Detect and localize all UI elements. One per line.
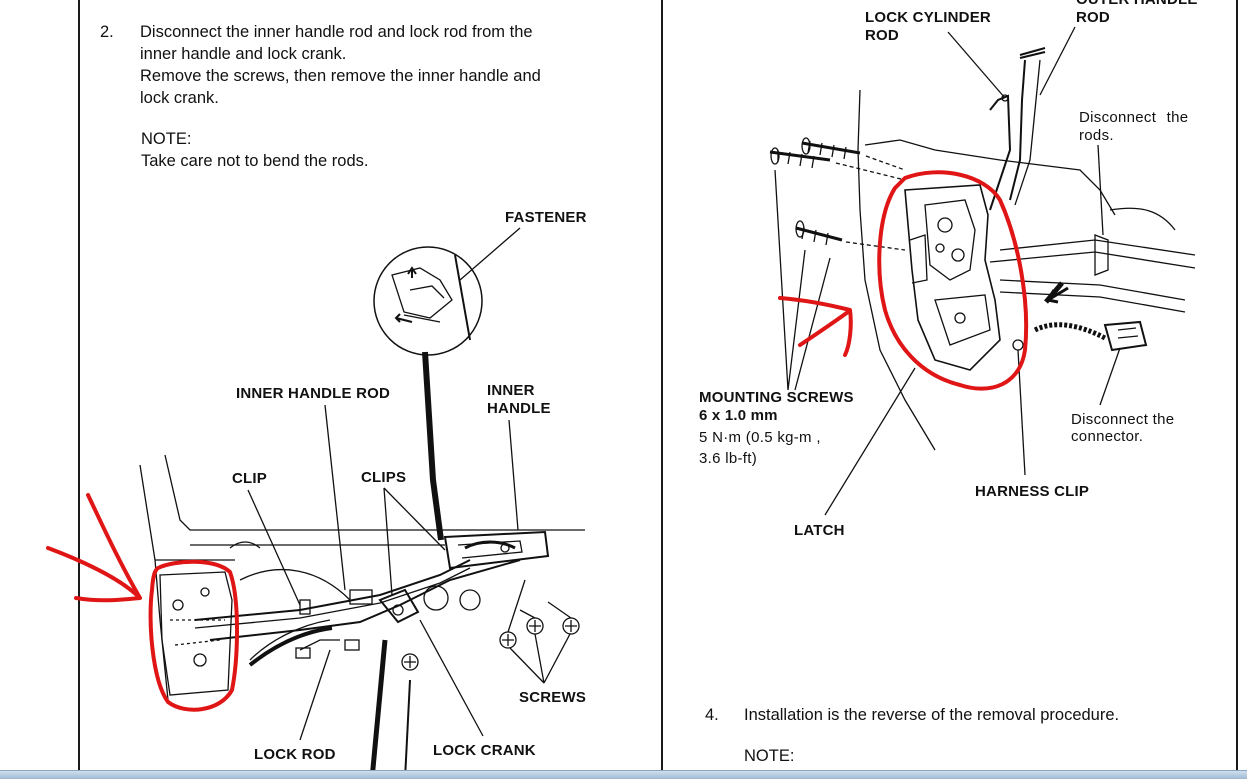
red-arrow-right bbox=[778, 296, 853, 357]
latch-assembly-right bbox=[904, 184, 1024, 371]
label-outer-handle-rod-1: OUTER HANDLE bbox=[1076, 0, 1198, 9]
label-fastener: FASTENER bbox=[505, 209, 587, 226]
note-text: Take care not to bend the rods. bbox=[141, 152, 369, 170]
fastener-leader bbox=[459, 227, 521, 281]
label-clips: CLIPS bbox=[361, 469, 407, 486]
label-inner-handle-1: INNER bbox=[487, 382, 535, 399]
label-lock-cylinder-rod-1: LOCK CYLINDER bbox=[865, 9, 991, 26]
step-2-line-3: Remove the screws, then remove the inner… bbox=[140, 67, 541, 85]
label-clip: CLIP bbox=[232, 470, 267, 487]
mounting-screws-right bbox=[769, 137, 906, 251]
lock-crank bbox=[295, 588, 420, 659]
label-screw-size: 6 x 1.0 mm bbox=[699, 407, 778, 424]
leaders-left bbox=[247, 404, 571, 741]
inner-handle bbox=[443, 530, 550, 570]
rods bbox=[194, 559, 521, 651]
label-inner-handle-2: HANDLE bbox=[487, 400, 551, 417]
door-panel-left bbox=[139, 454, 585, 701]
label-disconnect-connector-2: connector. bbox=[1071, 428, 1144, 445]
label-torque-1: 5 N·m (0.5 kg-m , bbox=[699, 429, 821, 446]
detail-pointer bbox=[422, 351, 444, 541]
label-outer-handle-rod-2: ROD bbox=[1076, 9, 1110, 26]
label-mounting-screws: MOUNTING SCREWS bbox=[699, 389, 854, 406]
step-4-number: 4. bbox=[705, 706, 719, 724]
label-inner-handle-rod: INNER HANDLE ROD bbox=[236, 385, 391, 402]
label-harness-clip: HARNESS CLIP bbox=[975, 483, 1090, 500]
label-disconnect-rods-1: Disconnect the bbox=[1079, 109, 1189, 126]
step-2-line-1: Disconnect the inner handle rod and lock… bbox=[140, 23, 533, 41]
leaders-right bbox=[774, 26, 1121, 516]
fastener-detail-circle bbox=[373, 246, 483, 356]
lock-rod-strip bbox=[369, 639, 388, 779]
left-margin-line bbox=[78, 0, 80, 779]
latch-left bbox=[159, 571, 233, 696]
crank-strip bbox=[404, 679, 411, 779]
label-disconnect-connector-1: Disconnect the bbox=[1071, 411, 1175, 428]
red-circle-left bbox=[148, 559, 239, 712]
taskbar-strip bbox=[0, 770, 1247, 779]
note-heading: NOTE: bbox=[141, 130, 192, 148]
connector-right bbox=[1033, 320, 1148, 352]
step-2-line-2: inner handle and lock crank. bbox=[140, 45, 347, 63]
step-4-text: Installation is the reverse of the remov… bbox=[744, 706, 1120, 724]
label-lock-rod: LOCK ROD bbox=[254, 746, 336, 763]
label-lock-cylinder-rod-2: ROD bbox=[865, 27, 899, 44]
label-disconnect-rods-2: rods. bbox=[1079, 127, 1114, 144]
step-2-line-4: lock crank. bbox=[140, 89, 219, 107]
center-divider-line bbox=[661, 0, 663, 779]
label-screws: SCREWS bbox=[519, 689, 587, 706]
red-arrow-left bbox=[46, 493, 142, 603]
door-panel-right bbox=[857, 89, 1196, 451]
label-lock-crank: LOCK CRANK bbox=[433, 742, 536, 759]
label-latch: LATCH bbox=[794, 522, 845, 539]
screw-icons bbox=[401, 579, 580, 671]
right-margin-line bbox=[1236, 0, 1238, 779]
step-2-number: 2. bbox=[100, 23, 114, 41]
label-torque-2: 3.6 lb-ft) bbox=[699, 450, 758, 467]
note-heading-right: NOTE: bbox=[744, 747, 795, 765]
red-circle-right bbox=[877, 170, 1029, 391]
rods-right bbox=[989, 47, 1046, 211]
